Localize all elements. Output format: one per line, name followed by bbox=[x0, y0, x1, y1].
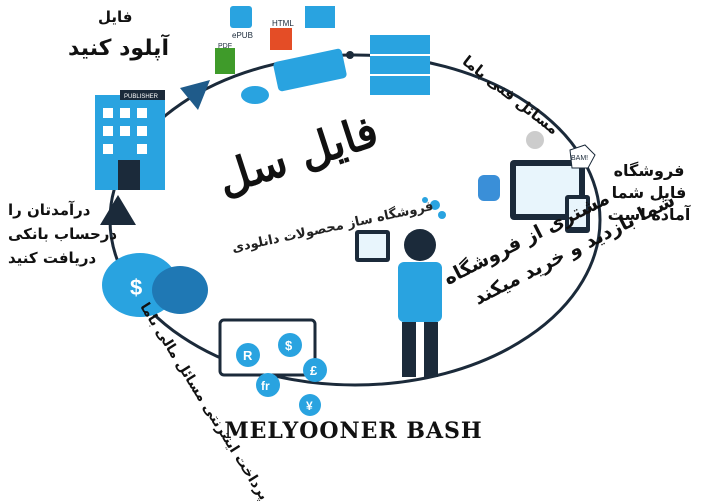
coin-yen-icon bbox=[299, 394, 321, 416]
html-label: HTML bbox=[272, 19, 294, 28]
pdf-icon bbox=[215, 48, 235, 74]
upload-label-line2: آپلود کنید bbox=[68, 36, 169, 61]
bank-income-label: درآمدتان را درحساب بانکی دریافت کنید bbox=[8, 201, 118, 267]
footer-caption: MELYOONER BASH bbox=[224, 418, 483, 444]
apple-icon bbox=[526, 131, 544, 149]
coin-r-icon bbox=[236, 343, 260, 367]
book-icon bbox=[273, 48, 347, 92]
coin-r-label: R bbox=[243, 348, 253, 363]
epub-label: ePUB bbox=[232, 31, 253, 40]
devices-icon bbox=[478, 131, 596, 233]
server-icon bbox=[346, 35, 430, 95]
cloud-icon bbox=[241, 86, 269, 104]
coin-franc-label: fr bbox=[261, 379, 270, 393]
pdf-label: PDF bbox=[218, 43, 232, 50]
bam-badge-icon bbox=[569, 144, 596, 169]
coin-pound-icon bbox=[303, 358, 327, 382]
epub-icon bbox=[230, 6, 252, 28]
coin-franc-icon bbox=[256, 373, 280, 397]
arrow-up-icon bbox=[100, 195, 136, 225]
coin-dollar-label: $ bbox=[285, 338, 293, 353]
video-icon bbox=[305, 6, 335, 28]
coin-dollar-icon bbox=[278, 333, 302, 357]
money-bags-icon bbox=[102, 253, 208, 317]
coin-pound-label: £ bbox=[310, 363, 318, 378]
payment-icon bbox=[218, 318, 327, 416]
publisher-label: PUBLISHER bbox=[124, 94, 159, 100]
infographic: PUBLISHER BAM! bbox=[8, 6, 691, 503]
upload-label-line1: فایل bbox=[98, 8, 133, 26]
bam-label: BAM! bbox=[571, 155, 588, 162]
file-icons bbox=[215, 6, 347, 104]
coin-yen-label: ¥ bbox=[306, 399, 313, 413]
shop-ready-label: فروشگاه فایل شما آماده است bbox=[607, 161, 691, 224]
arrow-right-icon bbox=[180, 80, 210, 110]
customer-icon bbox=[355, 197, 446, 377]
html5-icon bbox=[270, 28, 292, 50]
cycle-diagram: PUBLISHER BAM! bbox=[95, 6, 602, 416]
bag-dollar-label: $ bbox=[130, 275, 142, 300]
android-icon bbox=[478, 175, 500, 201]
building-icon bbox=[95, 90, 165, 190]
